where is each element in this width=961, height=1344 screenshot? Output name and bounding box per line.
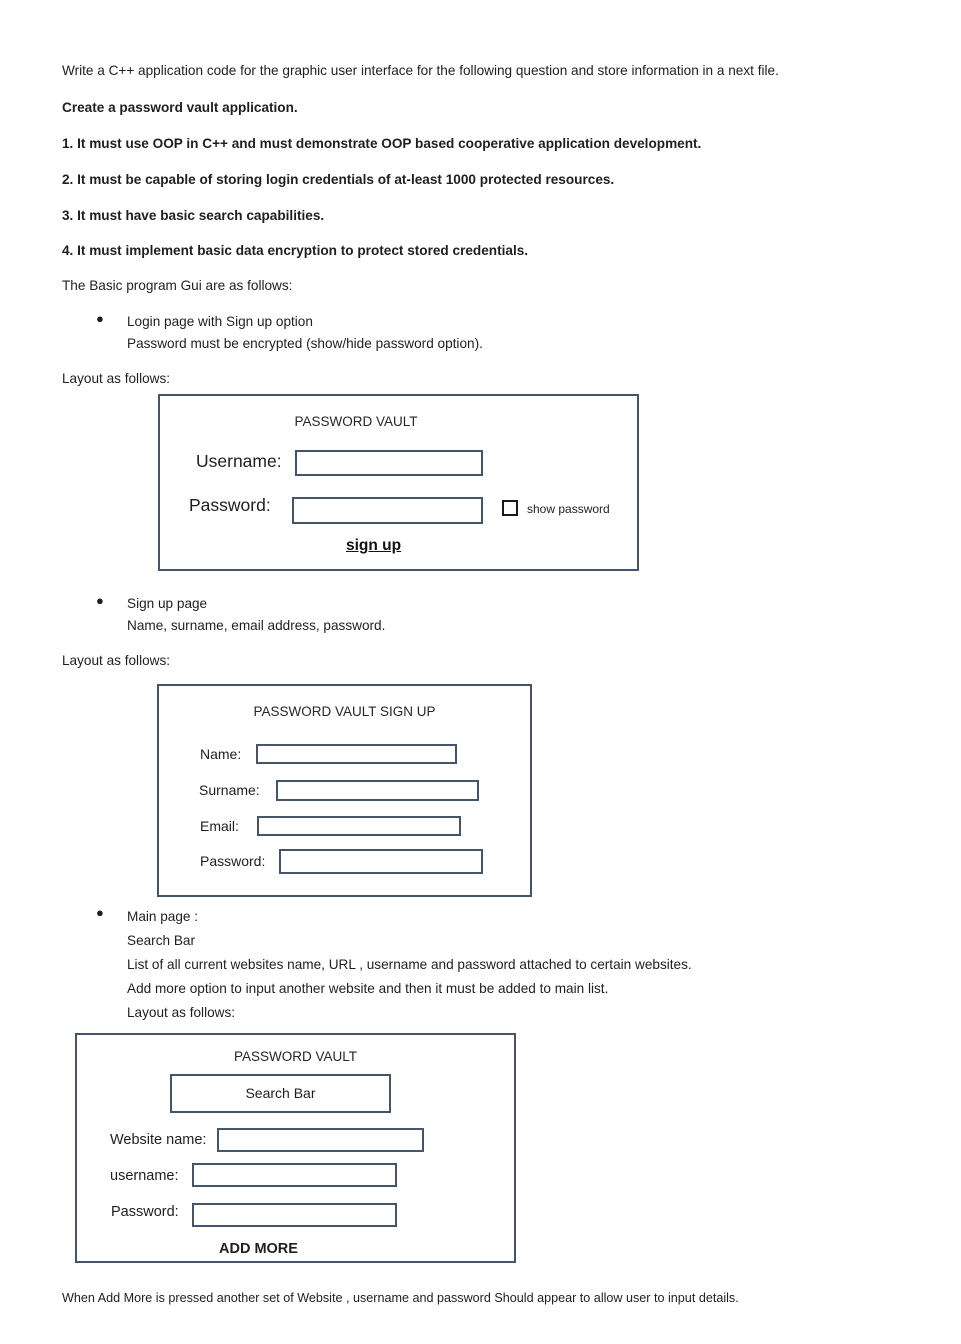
intro-paragraph: Write a C++ application code for the gra… <box>62 63 779 78</box>
email-input-box <box>257 816 461 836</box>
username-input-box <box>295 450 483 476</box>
bullet-login-line-2: Password must be encrypted (show/hide pa… <box>127 336 483 351</box>
bullet-main-line-2: Search Bar <box>127 933 196 948</box>
main-username-label: username: <box>110 1168 179 1184</box>
signup-link: sign up <box>346 537 402 554</box>
requirement-2: 2. It must be capable of storing login c… <box>62 172 615 187</box>
bullet-icon: ● <box>96 311 104 326</box>
requirement-4: 4. It must implement basic data encrypti… <box>62 243 529 258</box>
username-label: Username: <box>196 451 282 471</box>
website-name-input-box <box>217 1128 424 1152</box>
bullet-signup-page: ● Sign up page Name, surname, email addr… <box>0 593 961 639</box>
search-bar-label: Search Bar <box>245 1085 316 1101</box>
email-label: Email: <box>200 818 239 834</box>
bullet-main-line-5: Layout as follows: <box>127 1005 236 1020</box>
password-input-box <box>292 497 483 524</box>
main-password-input-box <box>192 1203 397 1227</box>
bullet-main-page: ● Main page : Search Bar List of all cur… <box>0 905 961 1029</box>
document-heading: Create a password vault application. <box>62 100 298 115</box>
signup-password-input-box <box>279 849 483 874</box>
requirement-3: 3. It must have basic search capabilitie… <box>62 208 325 223</box>
surname-label: Surname: <box>199 782 260 798</box>
signup-mockup-title: PASSWORD VAULT SIGN UP <box>253 704 436 719</box>
signup-mockup-frame: PASSWORD VAULT SIGN UP Name: Surname: Em… <box>157 684 532 897</box>
bullet-login-page: ● Login page with Sign up option Passwor… <box>0 311 961 357</box>
footer-note: When Add More is pressed another set of … <box>62 1291 739 1305</box>
bullet-icon: ● <box>96 905 104 920</box>
bullet-login-line-1: Login page with Sign up option <box>127 314 313 329</box>
bullet-signup-line-2: Name, surname, email address, password. <box>127 618 386 633</box>
login-mockup-frame: PASSWORD VAULT Username: Password: show … <box>158 394 639 571</box>
surname-input-box <box>276 780 479 801</box>
main-mockup-title: PASSWORD VAULT <box>233 1049 358 1064</box>
bullet-main-line-4: Add more option to input another website… <box>127 981 609 996</box>
bullet-icon: ● <box>96 593 104 608</box>
gui-intro-paragraph: The Basic program Gui are as follows: <box>62 278 293 293</box>
bullet-main-line-3: List of all current websites name, URL ,… <box>127 957 692 972</box>
show-password-checkbox <box>502 500 518 516</box>
bullet-signup-line-1: Sign up page <box>127 596 208 611</box>
password-label: Password: <box>189 495 271 515</box>
layout-label-2: Layout as follows: <box>62 653 171 668</box>
login-mockup-title: PASSWORD VAULT <box>294 414 418 429</box>
main-password-label: Password: <box>111 1204 179 1220</box>
signup-password-label: Password: <box>200 853 266 869</box>
main-username-input-box <box>192 1163 397 1187</box>
bullet-main-line-1: Main page : <box>127 909 199 924</box>
show-password-label: show password <box>527 502 610 516</box>
name-input-box <box>256 744 457 764</box>
add-more-button-label: ADD MORE <box>219 1241 298 1257</box>
name-label: Name: <box>200 746 242 762</box>
main-mockup-frame: PASSWORD VAULT Search Bar Website name: … <box>75 1033 516 1263</box>
search-bar-box: Search Bar <box>170 1074 391 1113</box>
requirement-1: 1. It must use OOP in C++ and must demon… <box>62 136 702 151</box>
layout-label-1: Layout as follows: <box>62 371 171 386</box>
website-name-label: Website name: <box>110 1132 207 1148</box>
